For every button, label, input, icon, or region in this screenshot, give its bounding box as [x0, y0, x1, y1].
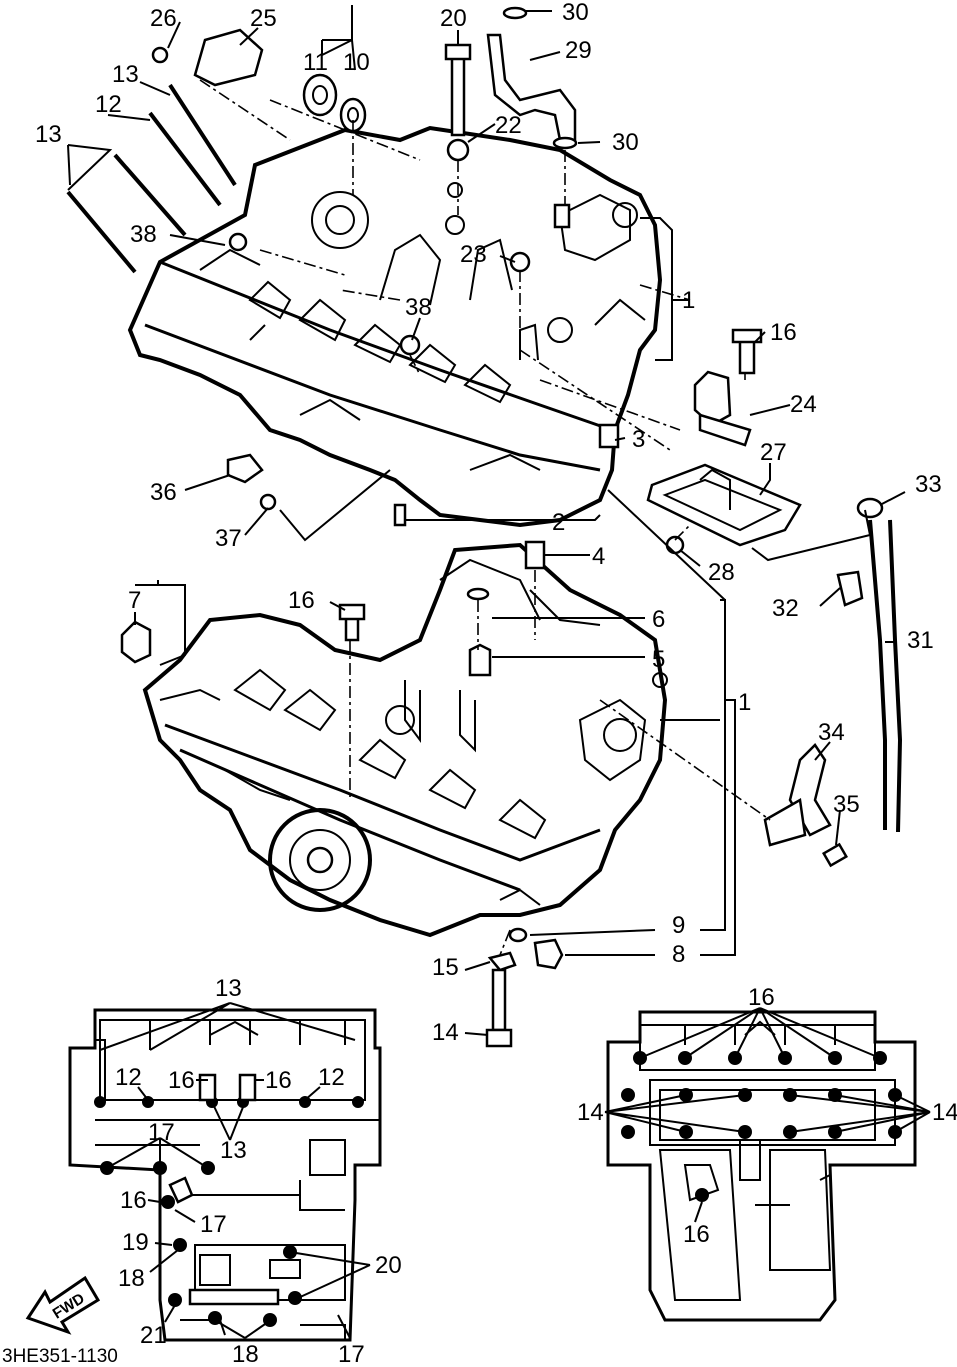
callout-1-lower: 1 — [738, 689, 751, 716]
callout-12-top: 12 — [95, 91, 122, 118]
callout-16-inset2-bottom: 16 — [683, 1221, 710, 1248]
callout-16-inset-b: 16 — [265, 1067, 292, 1094]
callout-21: 21 — [140, 1322, 167, 1349]
callout-38-left: 38 — [130, 221, 157, 248]
callout-35: 35 — [833, 791, 860, 818]
callout-22: 22 — [495, 112, 522, 139]
callout-13-inset: 13 — [215, 975, 242, 1002]
callout-32: 32 — [772, 595, 799, 622]
callout-8: 8 — [672, 941, 685, 968]
callout-14-inset2-right: 14 — [932, 1099, 957, 1126]
callout-25: 25 — [250, 5, 277, 32]
callout-6: 6 — [652, 606, 665, 633]
callout-17-inset-b: 17 — [200, 1211, 227, 1238]
callout-37: 37 — [215, 525, 242, 552]
callout-13-left: 13 — [35, 121, 62, 148]
callout-30-mid: 30 — [612, 129, 639, 156]
leader-lines — [67, 5, 906, 1036]
assembly-lines — [199, 79, 771, 956]
callout-19: 19 — [122, 1229, 149, 1256]
callout-7: 7 — [128, 587, 141, 614]
lower-crankcase — [142, 542, 668, 938]
callout-18-inset-a: 18 — [118, 1265, 145, 1292]
callout-20-inset: 20 — [375, 1252, 402, 1279]
callout-20-top: 20 — [440, 5, 467, 32]
callout-31: 31 — [907, 627, 934, 654]
callout-38-mid: 38 — [405, 294, 432, 321]
callout-18-inset-b: 18 — [232, 1341, 259, 1367]
breather-hose — [226, 453, 903, 868]
callout-16-inset2-top: 16 — [748, 984, 775, 1011]
callout-12-inset-left: 12 — [115, 1064, 142, 1091]
callout-36: 36 — [150, 479, 177, 506]
callout-2: 2 — [552, 509, 565, 536]
callout-4: 4 — [592, 543, 605, 570]
callout-33: 33 — [915, 471, 942, 498]
inset-bolt-pattern-lower — [25, 1002, 382, 1342]
callout-17-inset-c: 17 — [338, 1341, 365, 1367]
callout-14-inset2-left: 14 — [577, 1099, 604, 1126]
callout-14-mid: 14 — [432, 1019, 459, 1046]
callout-16-right: 16 — [770, 319, 797, 346]
callout-12-inset-right: 12 — [318, 1064, 345, 1091]
callout-11: 11 — [303, 49, 328, 76]
callout-23: 23 — [460, 241, 487, 268]
callout-27: 27 — [760, 439, 787, 466]
callout-13-top: 13 — [112, 61, 139, 88]
callout-29: 29 — [565, 37, 592, 64]
callout-24: 24 — [790, 391, 817, 418]
callout-9: 9 — [672, 912, 685, 939]
callout-34: 34 — [818, 719, 845, 746]
callout-16-inset-c: 16 — [120, 1187, 147, 1214]
side-cover-parts — [646, 328, 802, 555]
drawing-code: 3HE351-1130 — [2, 1346, 118, 1367]
callout-28: 28 — [708, 559, 735, 586]
upper-crankcase — [127, 125, 663, 528]
callout-30-top: 30 — [562, 0, 589, 26]
callout-13-inset-b: 13 — [220, 1137, 247, 1164]
inset-bolt-pattern-upper — [604, 1007, 931, 1322]
callout-16-mid: 16 — [288, 587, 315, 614]
callout-15: 15 — [432, 954, 459, 981]
callout-5: 5 — [652, 646, 665, 673]
callout-1-upper: 1 — [682, 287, 695, 314]
callout-3: 3 — [632, 426, 645, 453]
lower-small-parts — [120, 503, 564, 1048]
callout-17-inset-a: 17 — [148, 1119, 175, 1146]
studs — [66, 83, 237, 274]
callout-26: 26 — [150, 5, 177, 32]
callout-16-inset-a: 16 — [168, 1067, 195, 1094]
callout-10: 10 — [343, 49, 370, 76]
